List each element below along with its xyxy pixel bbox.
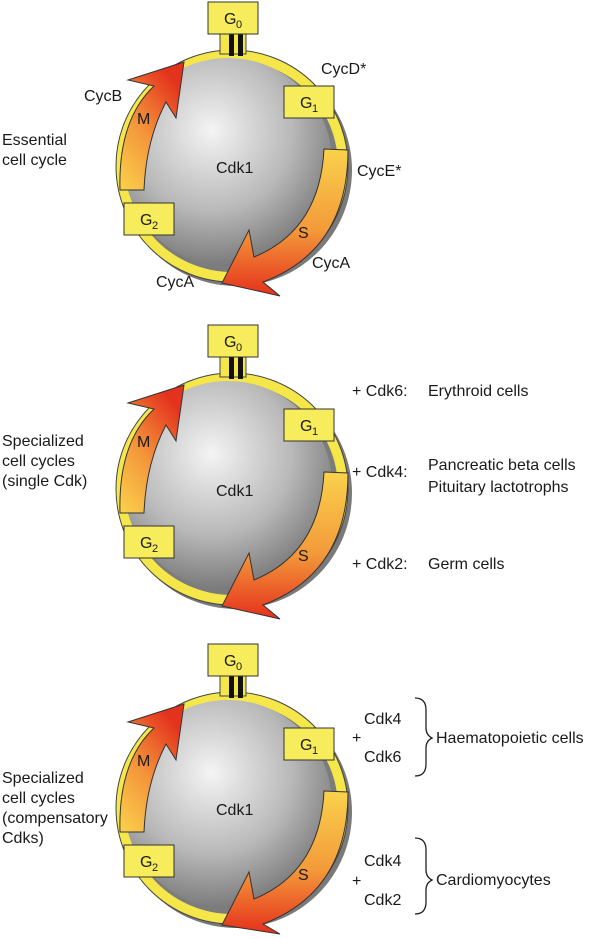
cdk-annotation: + Cdk6:	[352, 383, 408, 400]
panel-title-line: cell cycles	[2, 790, 75, 807]
cell-type-label: Pituitary lactotrophs	[428, 479, 569, 496]
g1-box: G 1	[283, 85, 335, 119]
m-phase-arrow	[119, 61, 185, 191]
m-phase-arrow	[119, 703, 185, 833]
g0-box: G 0	[207, 1, 259, 35]
panel-title-line: (single Cdk)	[2, 473, 87, 490]
g2-box: G 2	[123, 844, 175, 878]
g2-box: G 2	[123, 525, 175, 559]
svg-text:2: 2	[152, 220, 158, 232]
svg-text:1: 1	[312, 745, 318, 757]
s-phase-arrow	[221, 471, 349, 620]
svg-text:0: 0	[236, 342, 242, 354]
cyclin-label-cyca: CycA	[156, 274, 195, 291]
cycle-diagram: Cdk1 G 0 S M G 1 G 2	[115, 324, 352, 620]
cdk-label: Cdk2	[364, 892, 401, 909]
g1-box: G 1	[283, 408, 335, 442]
panel-title-line: Cdks)	[2, 830, 44, 847]
s-phase-arrow	[221, 790, 349, 935]
m-phase-label: M	[137, 111, 150, 128]
panel-title-line: Specialized	[2, 433, 84, 450]
cdk1-label: Cdk1	[216, 802, 253, 819]
g1-box: G 1	[283, 727, 335, 761]
panel-title-line: cell cycles	[2, 453, 75, 470]
svg-text:G: G	[140, 212, 152, 229]
g0-connector-line	[238, 28, 243, 56]
cyclin-label-cyce: CycE*	[357, 163, 401, 180]
panel-title-line: (compensatory	[2, 810, 108, 827]
cell-type-label: Erythroid cells	[428, 383, 528, 400]
brace	[414, 697, 434, 777]
cyclin-label-cycd: CycD*	[321, 61, 366, 78]
panel-title-line: cell cycle	[2, 152, 67, 169]
cell-type-label: Cardiomyocytes	[436, 872, 551, 889]
cdk-label: Cdk6	[364, 749, 401, 766]
plus-sign: +	[352, 730, 361, 747]
m-phase-label: M	[137, 753, 150, 770]
cdk-label: Cdk4	[364, 853, 401, 870]
svg-text:0: 0	[236, 19, 242, 31]
s-phase-label: S	[298, 867, 309, 884]
cdk-annotation: + Cdk4:	[352, 464, 408, 481]
cycle-diagram: Cdk1 G 0 S M G 1	[115, 1, 352, 297]
cdk-label: Cdk4	[364, 711, 401, 728]
svg-text:G: G	[224, 334, 236, 351]
s-phase-arrow	[221, 148, 349, 297]
brace	[414, 837, 434, 915]
g0-box: G 0	[207, 324, 259, 358]
g0-box: G 0	[207, 643, 259, 677]
plus-sign: +	[352, 873, 361, 890]
s-phase-label: S	[298, 548, 309, 565]
svg-text:G: G	[300, 737, 312, 754]
svg-text:2: 2	[152, 862, 158, 874]
cell-type-label: Germ cells	[428, 556, 504, 573]
svg-text:1: 1	[312, 103, 318, 115]
s-phase-label: S	[298, 225, 309, 242]
svg-text:2: 2	[152, 543, 158, 555]
panel-title-line: Specialized	[2, 770, 84, 787]
cyclin-label-cyca: CycA	[312, 255, 351, 272]
svg-text:G: G	[300, 95, 312, 112]
panel-title-line: Essential	[2, 132, 67, 149]
m-phase-arrow	[119, 384, 185, 514]
cdk-annotation: + Cdk2:	[352, 556, 408, 573]
g2-box: G 2	[123, 202, 175, 236]
cell-type-label: Haematopoietic cells	[436, 730, 584, 747]
g0-connector-line	[229, 28, 234, 56]
cyclin-label-cycb: CycB	[84, 88, 122, 105]
panel-single-cdk: Specialized cell cycles (single Cdk) Cdk…	[2, 324, 576, 620]
svg-text:G: G	[224, 653, 236, 670]
panel-essential: Essential cell cycle Cdk1 G 0 S	[2, 1, 401, 297]
svg-text:G: G	[224, 11, 236, 28]
svg-text:G: G	[140, 535, 152, 552]
svg-text:1: 1	[312, 426, 318, 438]
panel-compensatory-cdks: Specialized cell cycles (compensatory Cd…	[2, 643, 584, 935]
cdk1-label: Cdk1	[216, 483, 253, 500]
cell-type-label: Pancreatic beta cells	[428, 457, 576, 474]
svg-text:G: G	[300, 418, 312, 435]
m-phase-label: M	[137, 434, 150, 451]
svg-text:0: 0	[236, 661, 242, 673]
svg-text:G: G	[140, 854, 152, 871]
cycle-diagram: Cdk1 G 0 S M G 1 G 2	[115, 643, 352, 935]
cdk1-label: Cdk1	[216, 160, 253, 177]
